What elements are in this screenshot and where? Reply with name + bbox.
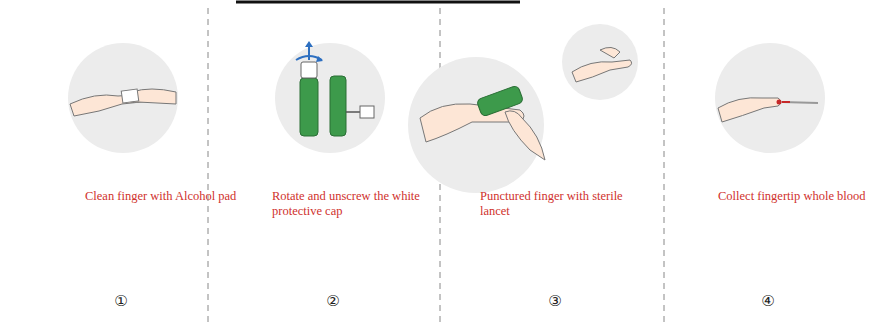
puncture-illustration: [408, 24, 638, 193]
collection-illustration: [715, 43, 825, 153]
step-caption: Punctured finger with sterile lancet: [480, 189, 630, 219]
panel-divider: [208, 8, 209, 325]
panel-divider: [664, 8, 665, 325]
step-number: ①: [106, 292, 136, 310]
lancet-tube-illustration: [275, 41, 385, 153]
step-caption: Rotate and unscrew the white protective …: [272, 189, 422, 219]
step-number: ②: [318, 292, 348, 310]
step-caption: Collect fingertip whole blood: [718, 189, 868, 204]
step-caption: Clean finger with Alcohol pad: [85, 189, 255, 204]
step-number: ④: [753, 292, 783, 310]
step-number: ③: [540, 292, 570, 310]
cut-off-heading-bar: [236, 1, 520, 4]
cleaning-illustration: [68, 43, 178, 153]
